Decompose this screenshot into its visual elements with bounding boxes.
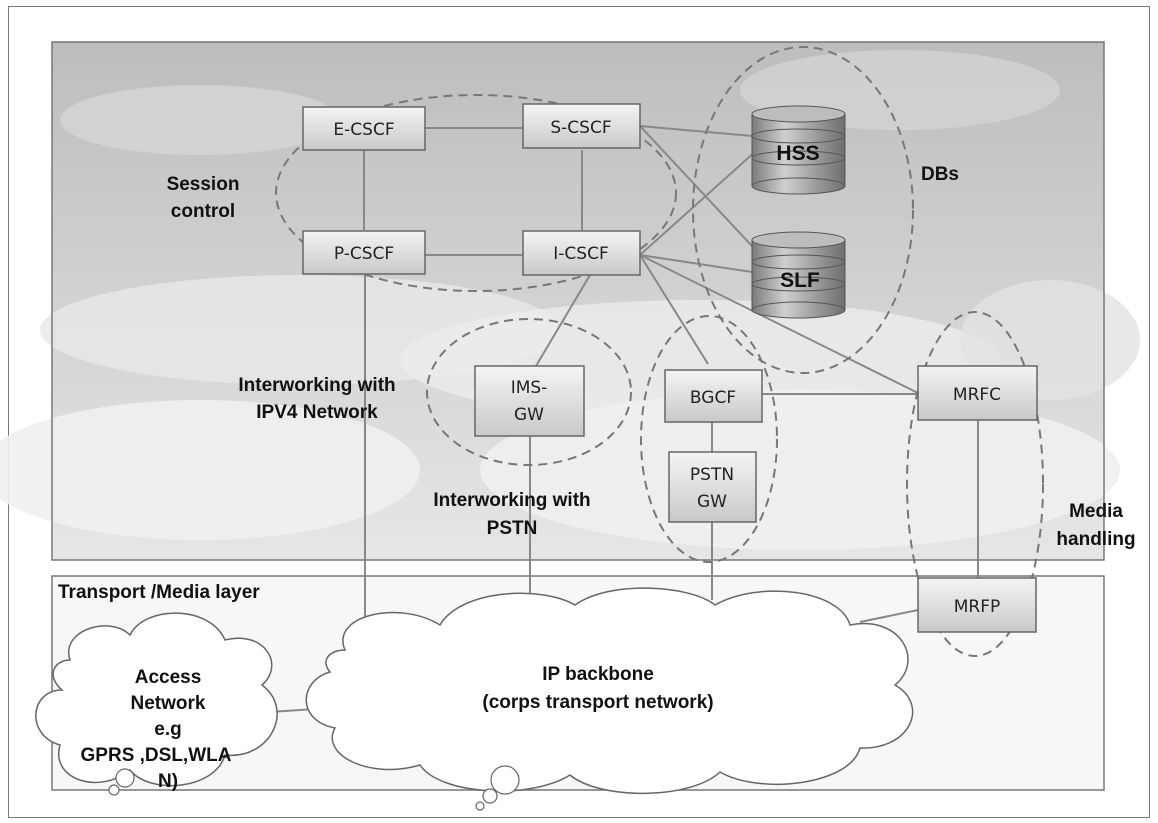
pstn-gw-label-line1: PSTN xyxy=(690,465,734,485)
session-layer-border xyxy=(51,41,1105,561)
ipv4-interworking-group xyxy=(426,318,632,466)
bgcf-label: BGCF xyxy=(690,388,736,408)
ip-backbone-label-line1: IP backbone xyxy=(542,664,654,685)
media-handling-group xyxy=(906,311,1044,657)
session-control-label-line2: control xyxy=(171,201,235,222)
edge-icscf-hss xyxy=(639,149,758,256)
s-cscf-label: S-CSCF xyxy=(550,118,611,138)
edge-scscf-hss xyxy=(639,125,753,137)
ims-gw-label-line2: GW xyxy=(514,405,544,425)
mrfp-node[interactable]: MRFP xyxy=(917,577,1037,633)
dbs-label: DBs xyxy=(921,164,959,185)
session-control-group xyxy=(275,94,677,292)
edge-scscf-slf xyxy=(639,125,766,261)
access-network-cloud xyxy=(35,612,278,796)
i-cscf-label: I-CSCF xyxy=(553,244,608,264)
edge-icscf-imsgw xyxy=(535,274,591,367)
session-control-label-line1: Session xyxy=(167,174,240,195)
edge-icscf-bgcf xyxy=(639,254,709,365)
pstn-gw-label-line2: GW xyxy=(697,492,727,512)
interworking-ipv4-label-line2: IPV4 Network xyxy=(256,402,378,423)
access-network-label-line4: GPRS ,DSL,WLA xyxy=(81,745,232,766)
edge-icscf-mrfc xyxy=(639,254,919,394)
access-network-label-line2: Network xyxy=(131,693,206,714)
access-network-label-line3: e.g xyxy=(154,719,181,740)
media-handling-label-line1: Media xyxy=(1069,501,1123,522)
ip-backbone-label-line2: (corps transport network) xyxy=(482,692,713,713)
ip-backbone-cloud xyxy=(305,587,914,811)
pstn-gw-node[interactable]: PSTN GW xyxy=(668,451,757,523)
i-cscf-node[interactable]: I-CSCF xyxy=(522,230,641,276)
groupings xyxy=(275,46,1044,657)
access-network-label-line1: Access xyxy=(135,667,202,688)
mrfp-label: MRFP xyxy=(954,597,1001,617)
slf-database[interactable]: SLF xyxy=(751,231,846,319)
transport-layer-border xyxy=(51,575,1105,791)
p-cscf-node[interactable]: P-CSCF xyxy=(302,230,426,275)
pstn-interworking-group xyxy=(640,315,778,563)
p-cscf-label: P-CSCF xyxy=(334,244,394,264)
interworking-pstn-label-line2: PSTN xyxy=(487,518,538,539)
edge-mrfp-backbone xyxy=(859,609,919,623)
interworking-ipv4-label-line1: Interworking with xyxy=(238,375,395,396)
bgcf-node[interactable]: BGCF xyxy=(664,369,763,423)
media-handling-label-line2: handling xyxy=(1056,529,1135,550)
transport-layer-label: Transport /Media layer xyxy=(58,582,260,603)
s-cscf-node[interactable]: S-CSCF xyxy=(522,103,641,149)
e-cscf-node[interactable]: E-CSCF xyxy=(302,106,426,151)
dbs-group xyxy=(692,46,914,374)
hss-database[interactable]: HSS xyxy=(751,105,846,195)
mrfc-label: MRFC xyxy=(953,385,1001,405)
hss-label: HSS xyxy=(776,142,819,165)
connections xyxy=(269,125,979,713)
slf-label: SLF xyxy=(780,269,820,292)
mrfc-node[interactable]: MRFC xyxy=(917,365,1038,421)
edge-icscf-slf xyxy=(639,254,753,273)
ims-gw-label-line1: IMS- xyxy=(511,378,548,398)
ims-gw-node[interactable]: IMS- GW xyxy=(474,365,585,437)
access-network-label-line5: N) xyxy=(158,771,178,792)
interworking-pstn-label-line1: Interworking with xyxy=(433,490,590,511)
e-cscf-label: E-CSCF xyxy=(333,120,394,140)
